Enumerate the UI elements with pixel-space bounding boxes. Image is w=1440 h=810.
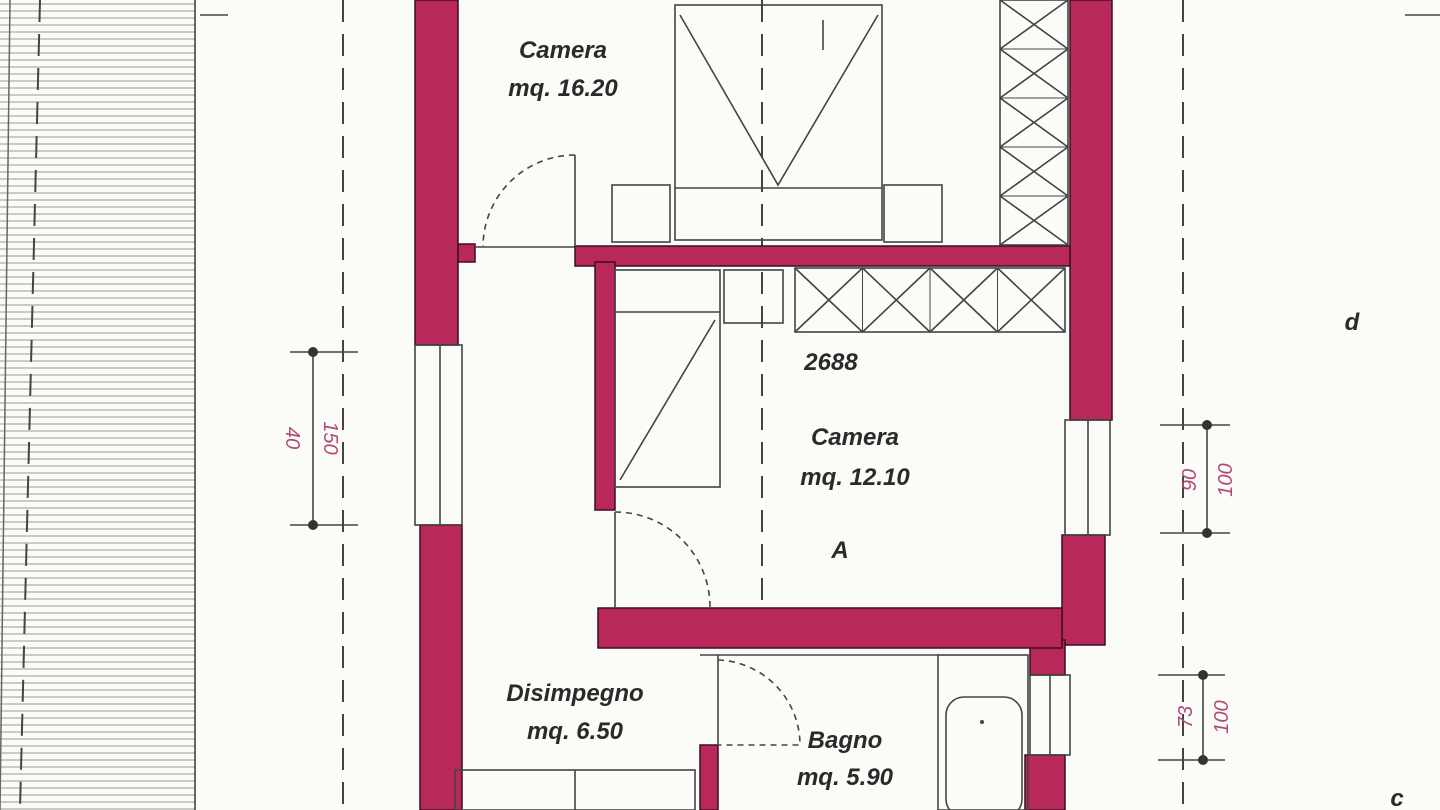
windows: [414, 344, 1111, 756]
room-name: Camera: [519, 37, 607, 64]
room-name: Bagno: [808, 727, 883, 754]
side-label-d: d: [1345, 309, 1361, 336]
dimension-3: 73 100: [1158, 670, 1233, 765]
dimension-2: 90 100: [1160, 420, 1237, 538]
dimension-top: 90: [1179, 469, 1201, 491]
dimension-top: 150: [319, 421, 341, 454]
room-area: mq. 5.90: [797, 764, 894, 791]
room-area: mq. 12.10: [800, 464, 910, 491]
side-label-c: c: [1390, 785, 1403, 810]
hatched-strip: [0, 0, 195, 810]
dimension-bottom: 100: [1211, 700, 1233, 733]
walls: [414, 0, 1113, 810]
code-label: 2688: [803, 349, 858, 376]
dimension-bottom: 100: [1215, 463, 1237, 496]
dimension-top: 73: [1175, 706, 1197, 728]
room-name: Disimpegno: [506, 680, 643, 707]
room-area: mq. 16.20: [508, 75, 618, 102]
room-area: mq. 6.50: [527, 718, 624, 745]
doors: [475, 154, 938, 746]
room-name: Camera: [811, 424, 899, 451]
dimension-bottom: 40: [281, 427, 303, 449]
unit-label: A: [830, 537, 848, 564]
dimension-1: 150 40: [281, 347, 358, 530]
room-labels: Camera mq. 16.20 Camera mq. 12.10 Disimp…: [506, 37, 1403, 810]
furniture: [454, 0, 1069, 810]
